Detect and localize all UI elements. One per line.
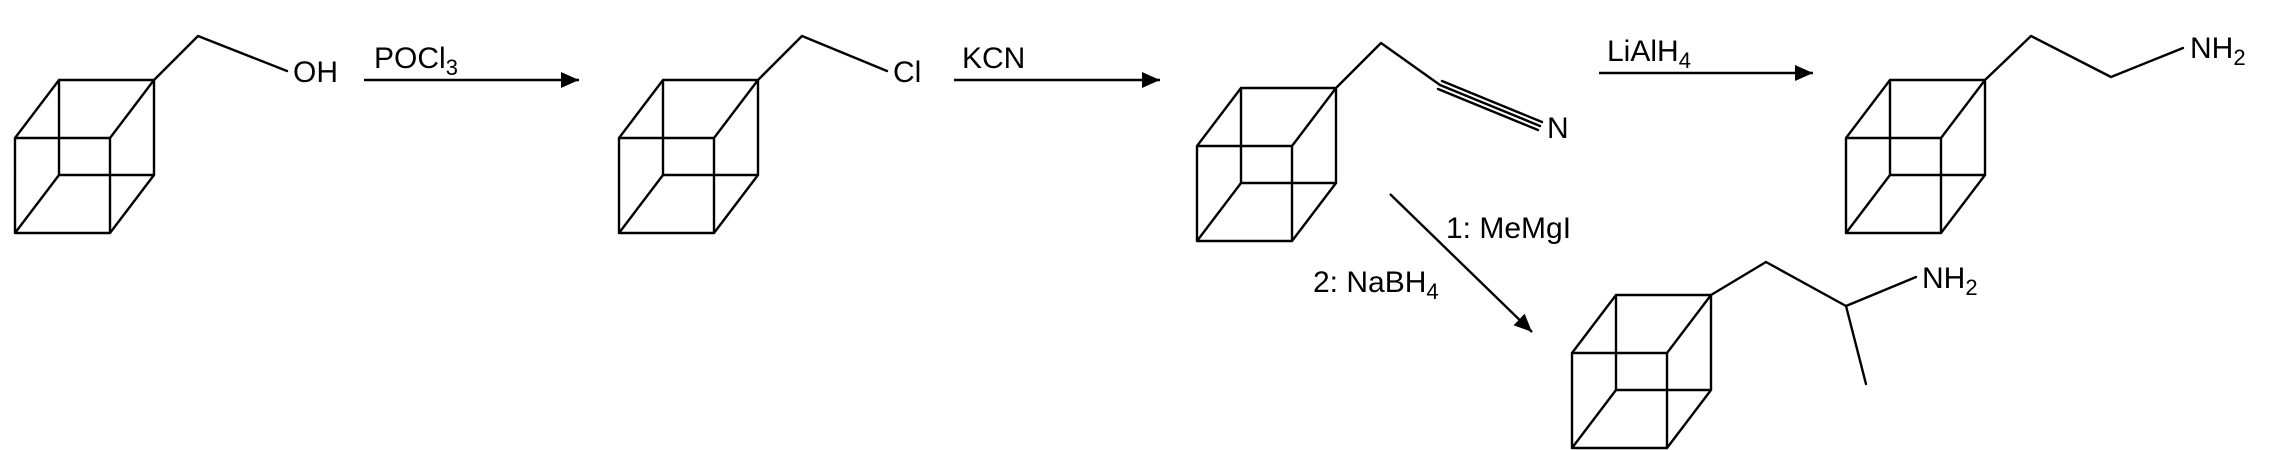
cubane-cage-4 <box>1844 78 1987 235</box>
molecule-cubylpropan-2-amine: NH2 <box>1570 260 1978 450</box>
molecule-cubylethylamine: NH2 <box>1844 32 2246 235</box>
arrow-step4-diagonal <box>1389 193 1533 333</box>
ch2-cl-bonds <box>756 34 889 82</box>
ethylamine-nh2-label: NH2 <box>2190 32 2246 70</box>
hydroxyl-label: OH <box>293 56 338 89</box>
chloride-label-text: Cl <box>893 56 921 89</box>
hydroxyl-label-text: OH <box>293 56 338 89</box>
chloride-label: Cl <box>893 56 921 89</box>
propanamine-nh2-subscript: 2 <box>1965 275 1977 300</box>
reagent-nabh4-main: 2: NaBH <box>1313 266 1426 299</box>
ethylamine-chain-bonds <box>1983 34 2185 82</box>
reagent-nabh4-subscript: 4 <box>1426 279 1438 304</box>
reagent-kcn-label: KCN <box>962 42 1025 75</box>
reaction-arrow-step1: POCl3 <box>364 42 579 88</box>
reagent-lialh4-label: LiAlH4 <box>1607 35 1691 73</box>
cubane-cage-3 <box>1195 86 1338 243</box>
methyl-bond <box>1844 304 1868 386</box>
reagent-lialh4-subscript: 4 <box>1679 48 1691 73</box>
cubane-cage-2 <box>617 78 760 235</box>
nitrile-nitrogen-text: N <box>1547 112 1569 145</box>
nitrile-triple-bond <box>1436 79 1544 132</box>
reagent-memgi-label: 1: MeMgI <box>1446 212 1571 245</box>
ethylamine-nh2-main: NH <box>2190 32 2233 65</box>
ethylamine-nh2-subscript: 2 <box>2233 45 2245 70</box>
molecule-cubylacetonitrile: N <box>1195 41 1569 243</box>
molecule-cubylmethanol: OH <box>13 34 338 235</box>
reagent-kcn-main: KCN <box>962 42 1025 75</box>
reaction-arrow-step4: 1: MeMgI 2: NaBH4 <box>1313 193 1571 333</box>
propanamine-nh2-label: NH2 <box>1922 262 1978 300</box>
ch2-cn-bonds <box>1334 41 1442 90</box>
cubane-cage-1 <box>13 78 156 235</box>
reagent-pocl3-subscript: 3 <box>446 55 458 80</box>
molecule-cubylmethyl-chloride: Cl <box>617 34 921 235</box>
reaction-arrow-step3: LiAlH4 <box>1599 35 1813 81</box>
nitrile-nitrogen-label: N <box>1547 112 1569 145</box>
propanamine-nh2-main: NH <box>1922 262 1965 295</box>
reagent-lialh4-main: LiAlH <box>1607 35 1679 68</box>
propanamine-chain-bonds <box>1709 260 1918 308</box>
ch2-oh-bonds <box>152 34 289 82</box>
reagent-nabh4-label: 2: NaBH4 <box>1313 266 1439 304</box>
reaction-arrow-step2: KCN <box>954 42 1160 88</box>
reagent-pocl3-label: POCl3 <box>374 42 458 80</box>
reagent-memgi-main: 1: MeMgI <box>1446 212 1571 245</box>
cubane-cage-5 <box>1570 293 1713 450</box>
reagent-pocl3-main: POCl <box>374 42 446 75</box>
